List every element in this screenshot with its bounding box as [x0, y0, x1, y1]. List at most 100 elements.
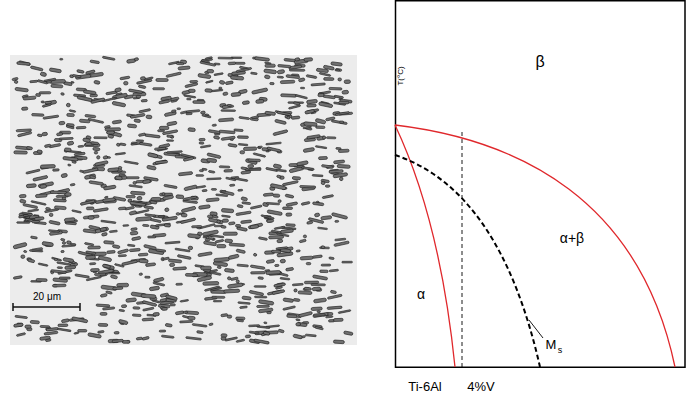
- phase-particle: [121, 305, 126, 308]
- phase-particle: [228, 62, 236, 65]
- phase-particle: [155, 160, 168, 164]
- phase-particle: [326, 316, 333, 318]
- phase-particle: [153, 312, 160, 316]
- phase-particle: [287, 116, 291, 119]
- phase-particle: [180, 299, 189, 302]
- phase-particle: [212, 124, 216, 126]
- phase-particle: [264, 69, 277, 74]
- phase-particle: [336, 68, 342, 71]
- phase-particle: [249, 290, 264, 296]
- phase-particle: [91, 98, 105, 104]
- phase-particle: [225, 239, 233, 243]
- phase-particle: [183, 311, 187, 313]
- phase-particle: [162, 307, 168, 310]
- phase-particle: [124, 161, 138, 165]
- phase-particle: [272, 289, 285, 294]
- phase-particle: [136, 95, 140, 98]
- phase-particle: [289, 69, 304, 71]
- phase-particle: [155, 223, 170, 226]
- phase-particle: [43, 115, 59, 119]
- phase-particle: [275, 110, 290, 115]
- phase-particle: [54, 206, 66, 210]
- phase-particle: [88, 246, 101, 249]
- phase-particle: [136, 140, 143, 142]
- phase-particle: [130, 201, 146, 206]
- phase-particle: [143, 224, 149, 226]
- phase-particle: [21, 107, 27, 111]
- phase-particle: [219, 87, 222, 89]
- phase-particle: [96, 155, 100, 159]
- phase-particle: [118, 255, 126, 257]
- phase-particle: [95, 273, 106, 275]
- phase-particle: [291, 116, 300, 119]
- phase-particle: [104, 241, 114, 245]
- phase-particle: [331, 120, 347, 125]
- phase-particle: [312, 255, 322, 258]
- phase-particle: [103, 307, 115, 310]
- scale-bar: [13, 303, 80, 311]
- phase-particle: [153, 282, 165, 286]
- phase-particle: [129, 248, 140, 251]
- phase-particle: [30, 80, 38, 83]
- phase-particle: [140, 76, 145, 80]
- phase-particle: [210, 238, 214, 240]
- beta-transus: [395, 125, 675, 367]
- phase-particle: [248, 159, 261, 162]
- phase-particle: [217, 244, 226, 248]
- phase-particle: [253, 253, 257, 256]
- phase-particle: [203, 282, 219, 286]
- phase-particle: [207, 178, 222, 180]
- phase-particle: [126, 196, 135, 198]
- phase-particle: [294, 289, 298, 293]
- phase-particle: [49, 213, 53, 216]
- phase-particle: [331, 62, 343, 67]
- phase-particle: [183, 196, 197, 201]
- phase-particle: [61, 238, 65, 241]
- phase-particle: [273, 130, 288, 136]
- phase-particle: [185, 273, 197, 276]
- phase-particle: [281, 94, 297, 97]
- phase-particle: [203, 241, 216, 246]
- phase-particle: [61, 173, 68, 178]
- phase-particle: [236, 67, 252, 72]
- phase-particle: [198, 73, 211, 78]
- phase-particle: [112, 120, 121, 124]
- phase-particle: [114, 176, 127, 180]
- phase-particle: [282, 180, 298, 185]
- phase-particle: [166, 72, 181, 78]
- phase-particle: [306, 75, 317, 79]
- phase-particle: [206, 198, 219, 202]
- phase-particle: [231, 92, 241, 96]
- phase-particle: [139, 273, 142, 276]
- phase-particle: [170, 304, 175, 306]
- phase-particle: [315, 146, 327, 149]
- phase-particle: [300, 87, 304, 89]
- phase-particle: [28, 258, 35, 262]
- phase-particle: [265, 64, 275, 67]
- ms-subscript: s: [558, 346, 563, 355]
- phase-particle: [61, 319, 69, 323]
- phase-particle: [71, 243, 76, 245]
- phase-particle: [36, 279, 47, 282]
- phase-particle: [84, 242, 93, 245]
- phase-particle: [181, 213, 187, 217]
- phase-particle: [166, 140, 173, 142]
- phase-particle: [91, 142, 99, 145]
- phase-particle: [103, 198, 116, 202]
- phase-particle: [207, 158, 217, 163]
- phase-particle: [270, 82, 274, 84]
- phase-particle: [103, 185, 116, 190]
- phase-particle: [311, 83, 325, 86]
- phase-particle: [221, 334, 227, 337]
- phase-particle: [237, 264, 249, 267]
- phase-particle: [139, 259, 148, 263]
- phase-particle: [266, 202, 279, 204]
- phase-particle: [236, 280, 239, 283]
- phase-particle: [212, 296, 225, 298]
- phase-particle: [72, 317, 88, 323]
- phase-particle: [242, 202, 251, 205]
- phase-particle: [114, 332, 119, 335]
- phase-particle: [163, 257, 170, 260]
- phase-particle: [304, 122, 317, 127]
- phase-particle: [42, 132, 48, 136]
